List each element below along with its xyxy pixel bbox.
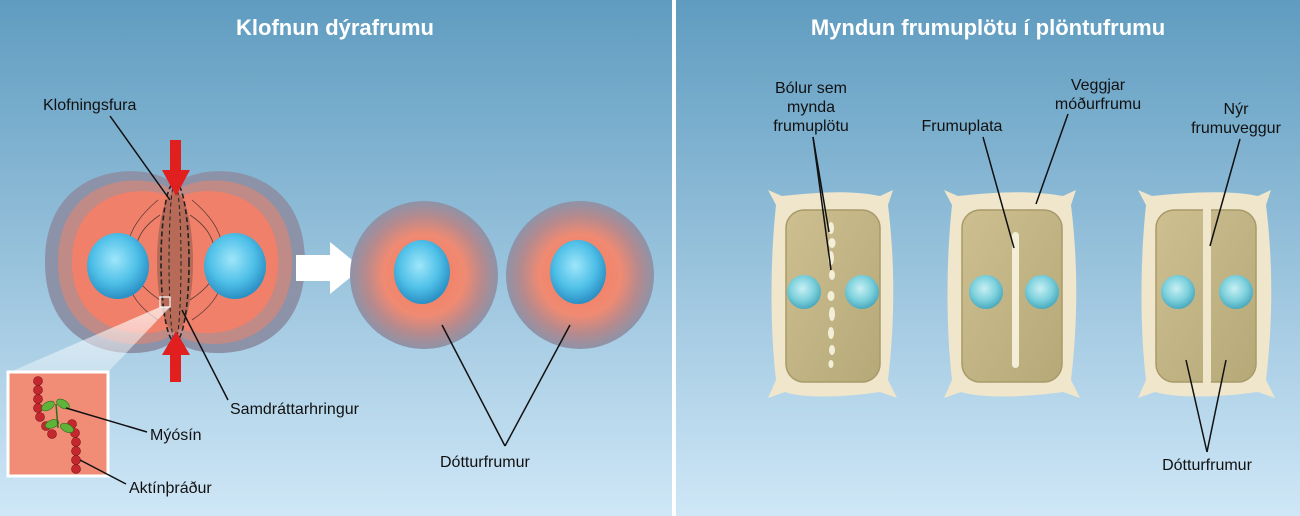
label-new-wall-line2: frumuveggur (1191, 120, 1281, 137)
leader-cell-plate (982, 136, 1015, 249)
label-cleavage-furrow: Klofningsfura (43, 97, 136, 114)
label-daughter-cells-animal: Dótturfrumur (440, 454, 530, 471)
label-contractile-ring: Samdráttarhringur (230, 401, 360, 418)
progression-arrow (296, 242, 362, 294)
label-actin: Aktínþráður (129, 480, 212, 497)
compression-arrow-top (162, 140, 190, 196)
dividing-animal-cell (45, 140, 305, 382)
myosin-motor (41, 398, 74, 433)
right-panel-title: Myndun frumuplötu í plöntufrumu (811, 15, 1165, 40)
actomyosin-inset (6, 370, 110, 478)
daughter-cell-2 (506, 201, 654, 349)
left-panel-title: Klofnun dýrafrumu (236, 15, 434, 40)
plant-cell-vesicles (768, 190, 897, 398)
compression-arrow-bottom (162, 331, 190, 382)
label-vesicles-line1: Bólur sem (775, 80, 847, 97)
leader-daughter-1 (441, 324, 506, 447)
label-new-wall-line1: Nýr (1224, 101, 1250, 118)
nucleus-right (204, 233, 266, 299)
plant-cell-cell-plate (944, 190, 1080, 398)
label-vesicles-line2: mynda (787, 99, 835, 116)
daughter-cell-1 (350, 201, 498, 349)
panel-divider (672, 0, 676, 516)
label-vesicles-line3: frumuplötu (773, 118, 849, 135)
leader-parent-wall (1035, 113, 1069, 205)
leader-actin (79, 459, 127, 485)
zoom-fan (10, 307, 170, 372)
leader-vesicles-2 (812, 136, 832, 271)
leader-plant-daughter-1 (1185, 359, 1208, 453)
plant-cell-new-wall (1138, 190, 1275, 398)
leader-plant-daughter-2 (1206, 359, 1227, 453)
label-parent-wall-line1: Veggjar (1071, 77, 1126, 94)
label-daughter-cells-plant: Dótturfrumur (1162, 457, 1252, 474)
label-cell-plate: Frumuplata (922, 118, 1003, 135)
leader-myosin (65, 407, 148, 433)
leader-daughter-2 (504, 324, 571, 447)
nucleus-left (87, 233, 149, 299)
leader-new-wall (1209, 138, 1241, 247)
leader-contractile-ring (181, 309, 229, 401)
label-myosin: Mýósín (150, 427, 202, 444)
label-parent-wall-line2: móðurfrumu (1055, 96, 1141, 113)
leader-cleavage-furrow (109, 115, 171, 201)
